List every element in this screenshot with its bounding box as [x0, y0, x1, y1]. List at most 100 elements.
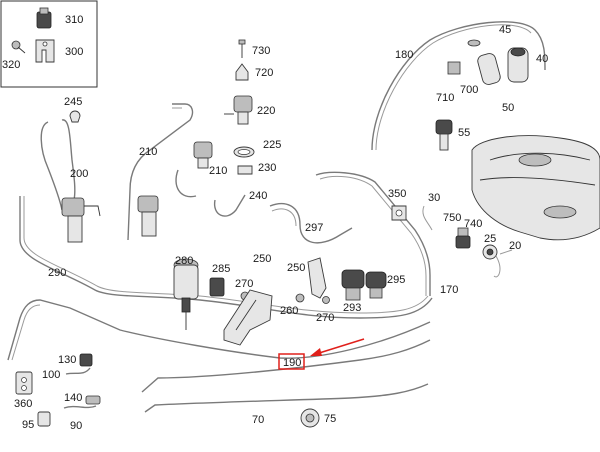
label-130: 130	[58, 354, 76, 366]
label-750: 750	[443, 212, 461, 224]
label-95: 95	[22, 419, 34, 431]
label-100: 100	[42, 369, 60, 381]
part-260-screw	[295, 293, 305, 303]
part-95-clip	[37, 411, 51, 427]
fuel-line-190	[7, 299, 431, 361]
part-200-valve	[61, 197, 101, 243]
part-710-connector	[447, 61, 461, 75]
label-70: 70	[252, 414, 264, 426]
hose-100	[65, 367, 91, 375]
part-310-clip	[36, 7, 52, 29]
fuel-line-290	[19, 196, 433, 319]
part-285-connector	[209, 277, 225, 297]
wire-20	[499, 249, 513, 255]
hose-210-a	[127, 103, 194, 241]
fuel-tank	[471, 135, 600, 241]
label-140: 140	[64, 392, 82, 404]
part-210-valve-b	[193, 141, 213, 169]
part-230-clip	[237, 165, 253, 175]
label-290: 290	[48, 267, 66, 279]
label-20: 20	[509, 240, 521, 252]
hose-200	[40, 121, 63, 211]
part-250-strap	[307, 257, 327, 299]
part-140-connector	[85, 395, 101, 405]
highlight-box-190	[278, 353, 305, 370]
part-280-pump	[173, 258, 199, 330]
label-45: 45	[499, 24, 511, 36]
part-700-pump	[477, 53, 501, 85]
part-45-seal	[467, 39, 481, 47]
hose-297	[269, 202, 353, 244]
part-245-clip	[69, 110, 81, 123]
label-285: 285	[212, 263, 230, 275]
hose-240	[213, 194, 246, 217]
label-225: 225	[263, 139, 281, 151]
hose-210-b	[175, 169, 197, 198]
label-180: 180	[395, 49, 413, 61]
label-270-b: 270	[316, 312, 334, 324]
label-320: 320	[2, 59, 20, 71]
part-75-grommet	[300, 408, 320, 428]
part-740-sensor	[455, 235, 471, 249]
label-260: 260	[280, 305, 298, 317]
part-210-valve	[137, 195, 159, 237]
sensor-wire-30	[422, 205, 433, 231]
part-250-bracket	[223, 289, 273, 346]
part-350-clip	[391, 205, 407, 221]
label-250-b: 250	[287, 262, 305, 274]
label-295: 295	[387, 274, 405, 286]
part-40-filter	[507, 47, 529, 83]
label-55: 55	[458, 127, 470, 139]
part-720-cap	[235, 63, 249, 81]
label-720: 720	[255, 67, 273, 79]
part-300-bracket	[35, 39, 55, 63]
part-295-valve	[365, 271, 387, 299]
label-25: 25	[484, 233, 496, 245]
callout-190[interactable]: 190	[278, 353, 305, 370]
part-360-bracket	[15, 371, 33, 395]
part-130-clip	[79, 353, 93, 367]
label-210-b: 210	[209, 165, 227, 177]
label-270-a: 270	[235, 278, 253, 290]
part-55-sender	[435, 119, 453, 151]
label-710: 710	[436, 92, 454, 104]
fuel-line-180	[371, 21, 546, 151]
label-190: 190	[283, 357, 301, 369]
label-170: 170	[440, 284, 458, 296]
label-230: 230	[258, 162, 276, 174]
label-50: 50	[502, 102, 514, 114]
part-730-bolt	[238, 39, 246, 58]
part-220-valve	[224, 95, 253, 125]
label-220: 220	[257, 105, 275, 117]
label-280: 280	[175, 255, 193, 267]
label-210-a: 210	[139, 146, 157, 158]
label-740: 740	[464, 218, 482, 230]
part-320-bolt	[11, 40, 26, 54]
part-293-valve	[341, 269, 365, 301]
label-350: 350	[388, 188, 406, 200]
fuel-line-170	[315, 171, 431, 296]
hose-90	[63, 405, 97, 409]
label-310: 310	[65, 14, 83, 26]
label-200: 200	[70, 168, 88, 180]
label-40: 40	[536, 53, 548, 65]
label-730: 730	[252, 45, 270, 57]
fuel-line-70	[144, 383, 429, 413]
label-293: 293	[343, 302, 361, 314]
label-700: 700	[460, 84, 478, 96]
fuel-line-lower	[141, 339, 431, 393]
label-297: 297	[305, 222, 323, 234]
label-240: 240	[249, 190, 267, 202]
label-250-a: 250	[253, 253, 271, 265]
label-30: 30	[428, 192, 440, 204]
highlight-arrow	[310, 338, 365, 356]
label-300: 300	[65, 46, 83, 58]
part-25-sensor	[482, 244, 501, 278]
label-90: 90	[70, 420, 82, 432]
label-360: 360	[14, 398, 32, 410]
part-225-clamp	[233, 146, 255, 158]
label-75: 75	[324, 413, 336, 425]
label-245: 245	[64, 96, 82, 108]
part-270-screw	[322, 296, 330, 304]
